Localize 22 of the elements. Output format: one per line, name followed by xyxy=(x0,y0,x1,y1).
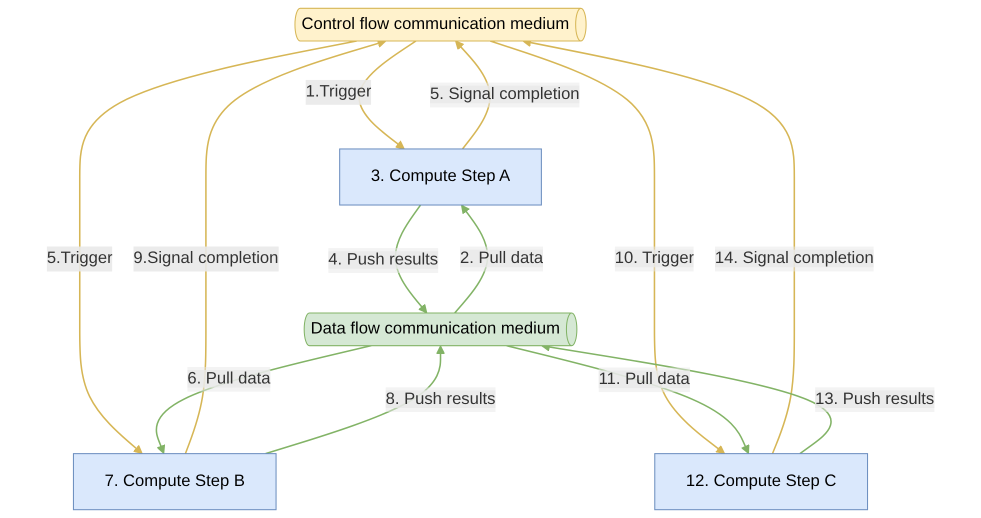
edge-label: 14. Signal completion xyxy=(714,250,874,268)
arrow xyxy=(184,39,386,454)
edge-label: 5.Trigger xyxy=(46,250,113,268)
edge-label: 13. Push results xyxy=(815,390,934,408)
edge-label: 10. Trigger xyxy=(614,250,694,268)
edge-label: 8. Push results xyxy=(386,390,496,408)
node-text: Data flow communication medium xyxy=(310,320,560,338)
node-box: 3. Compute Step A xyxy=(339,148,542,206)
arrow xyxy=(156,344,372,454)
edge-label: 9.Signal completion xyxy=(133,250,278,268)
node-box: 7. Compute Step B xyxy=(72,453,277,510)
node-text: Control flow communication medium xyxy=(301,15,570,33)
node-box: 12. Compute Step C xyxy=(654,453,868,510)
edge-label: 2. Pull data xyxy=(460,250,544,268)
arrow xyxy=(490,40,726,454)
edge-label: 11. Pull data xyxy=(598,370,690,388)
arrow xyxy=(506,344,750,454)
edge-label: 5. Signal completion xyxy=(430,86,580,104)
edge-label: 1.Trigger xyxy=(306,83,372,101)
edge-label: 4. Push results xyxy=(328,251,438,269)
edge-label: 6. Pull data xyxy=(187,370,270,388)
arrow xyxy=(78,40,357,454)
